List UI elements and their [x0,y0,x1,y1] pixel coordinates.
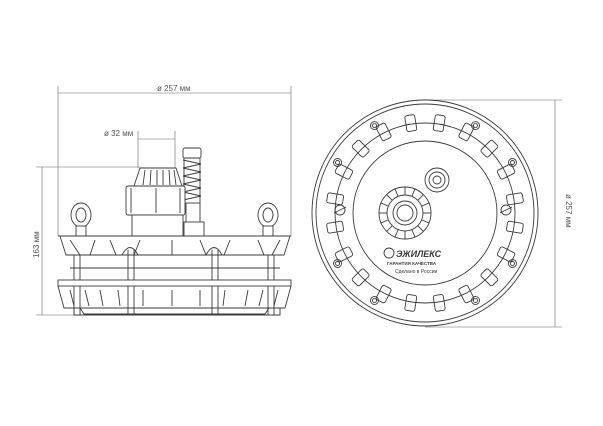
vent-slot [506,220,524,234]
vent-slot [432,114,446,132]
vent-slot [375,122,392,142]
vent-slot [506,192,524,206]
vent-slot [351,268,370,287]
brand-name: ЭЖИЛЕКС [396,249,442,259]
vent-slot [496,246,516,263]
vent-slot [480,139,499,158]
brand-logo: ЭЖИЛЕКС ГАРАНТИЯ КАЧЕСТВА Сделано в Росс… [383,247,442,275]
mounting-bolts [333,121,517,305]
vent-valve [424,167,450,193]
diameter-side-label: ø 257 мм [157,84,191,93]
center-gland [378,186,432,240]
vent-slot [458,284,475,304]
vent-slot [404,294,418,312]
gland-diameter-label: ø 32 мм [104,129,133,138]
vent-slot [480,268,499,287]
bracket-screws [333,204,513,216]
bolt-icon [370,296,379,305]
cable-gland [125,167,186,237]
spring [182,147,205,237]
vent-slot [326,192,344,206]
side-view: ø 257 мм ø 32 мм 163 мм [32,84,292,316]
vent-slot [351,139,370,158]
eye-bolt-left [70,202,92,237]
bolt-icon [508,259,517,268]
vent-slots [326,114,524,312]
bolt-icon [333,259,342,268]
origin-label: Сделано в России [395,269,438,275]
bolt-icon [508,158,517,167]
bolt-icon [471,121,480,130]
bolt-icon [370,121,379,130]
housing [57,235,292,316]
vent-slot [496,163,516,180]
bolt-icon [471,296,480,305]
bolt-icon [333,158,342,167]
vent-slot [334,163,354,180]
diameter-front-label: ø 257 мм [564,194,573,228]
front-view: ø 257 мм ЭЖИЛЕКС ГАРАНТИЯ КАЧЕСТВА [311,99,573,328]
vent-slot [334,246,354,263]
vent-slot [432,294,446,312]
vent-slot [404,114,418,132]
vent-slot [458,122,475,142]
brand-slogan: ГАРАНТИЯ КАЧЕСТВА [387,261,437,266]
vent-slot [375,284,392,304]
height-label: 163 мм [32,231,41,258]
eye-bolt-right [257,202,279,237]
vent-slot [326,220,344,234]
